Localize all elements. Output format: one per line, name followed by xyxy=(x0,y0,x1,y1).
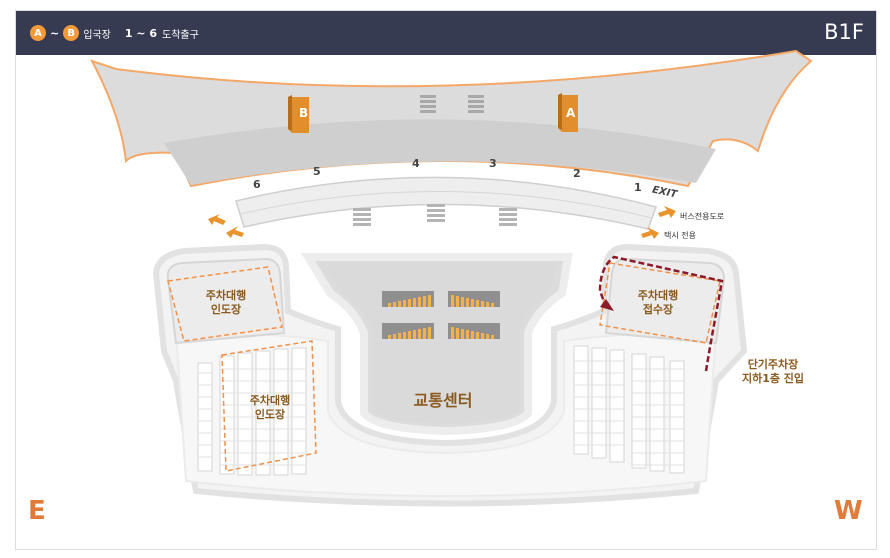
gate-a-label: A xyxy=(566,106,576,120)
walkway-escalator-icon xyxy=(353,204,517,226)
short-term-route xyxy=(598,255,724,372)
escalator-icon xyxy=(420,95,484,113)
left-arrow-icon xyxy=(208,214,244,238)
gate-a-badge: A xyxy=(30,25,46,41)
gate-b-marker xyxy=(288,95,309,133)
exit-number-4: 4 xyxy=(412,157,420,170)
gate-b-label: B xyxy=(299,106,309,120)
legend-exit-range: 1 ~ 6 xyxy=(124,26,158,40)
legend-exit-text: 도착출구 xyxy=(162,29,199,41)
short-term-line1: 단기주차장 xyxy=(747,358,799,371)
valet-reception-line2: 접수장 xyxy=(642,303,674,316)
exit-number-5: 5 xyxy=(313,165,321,178)
exit-number-6: 6 xyxy=(253,178,261,191)
left-stall-lines xyxy=(198,368,306,466)
gate-a-marker xyxy=(558,93,578,132)
valet-reception-line1: 주차대행 xyxy=(637,289,679,302)
valet-reception-label: 주차대행 접수장 xyxy=(630,289,686,317)
valet-dropoff-zone-2 xyxy=(221,340,317,472)
exit-number-1: 1 xyxy=(634,181,642,194)
floor-label: B1F xyxy=(824,20,864,44)
valet-dropoff-1-line1: 주차대행 xyxy=(205,289,247,302)
legend-tilde: ~ xyxy=(50,26,60,40)
transport-center-label: 교통센터 xyxy=(413,391,473,410)
taxi-only-label: 택시 전용 xyxy=(664,231,696,240)
short-term-line2: 지하1층 진입 xyxy=(741,372,805,385)
map-canvas xyxy=(89,49,813,507)
valet-reception-zone xyxy=(599,257,726,345)
transport-escalator-icon xyxy=(382,291,500,339)
valet-dropoff-2-line1: 주차대행 xyxy=(249,394,291,407)
right-arrow-icon xyxy=(641,206,676,239)
right-stall-lines xyxy=(574,360,684,466)
exit-number-2: 2 xyxy=(573,167,581,180)
map-frame: A ~ B 입국장 1 ~ 6 도착출구 B1F xyxy=(15,10,877,550)
gate-b-badge: B xyxy=(63,25,80,41)
legend-gate-text: 입국장 xyxy=(83,29,111,41)
valet-dropoff-1-label: 주차대행 인도장 xyxy=(198,289,254,317)
header-bar: A ~ B 입국장 1 ~ 6 도착출구 B1F xyxy=(16,11,876,55)
valet-dropoff-2-line2: 인도장 xyxy=(254,408,286,421)
bus-road-label: 버스전용도로 xyxy=(680,212,725,221)
compass-west: W xyxy=(834,496,863,526)
compass-east: E xyxy=(28,496,46,526)
legend: A ~ B 입국장 1 ~ 6 도착출구 xyxy=(30,24,199,42)
terminal-building xyxy=(89,49,813,188)
valet-dropoff-1-line2: 인도장 xyxy=(210,303,242,316)
arrival-walkway xyxy=(235,176,657,230)
valet-dropoff-2-label: 주차대행 인도장 xyxy=(242,394,298,422)
exit-number-3: 3 xyxy=(489,157,497,170)
short-term-parking-label: 단기주차장 지하1층 진입 xyxy=(728,358,818,386)
valet-dropoff-zone-1 xyxy=(166,257,286,345)
